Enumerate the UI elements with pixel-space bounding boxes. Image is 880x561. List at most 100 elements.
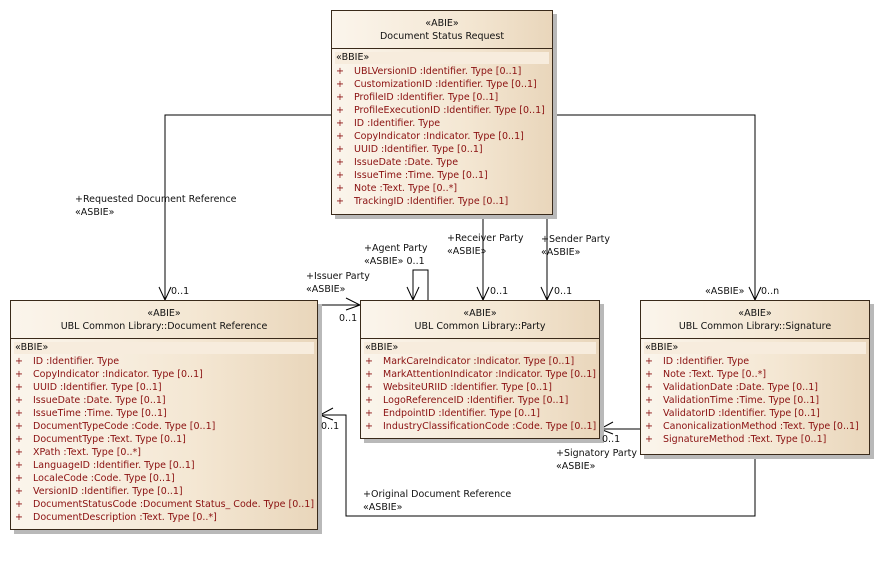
attribute-section: «BBIE» +UBLVersionID :Identifier. Type [… bbox=[332, 49, 552, 208]
section-stereotype: «BBIE» bbox=[364, 342, 596, 354]
attribute-row[interactable]: + UUID :Identifier. Type [0..1] bbox=[14, 381, 314, 394]
role-name: +Agent Party bbox=[364, 243, 428, 254]
attribute-row[interactable]: +ValidationDate :Date. Type [0..1] bbox=[644, 381, 866, 394]
attribute-row[interactable]: +Note :Text. Type [0..*] bbox=[335, 182, 549, 195]
attribute-row[interactable]: +CopyIndicator :Indicator. Type [0..1] bbox=[335, 130, 549, 143]
line-original-document-reference bbox=[320, 414, 756, 517]
attribute-text: Note :Text. Type [0..*] bbox=[354, 183, 458, 194]
arrowhead-original-document-reference bbox=[318, 407, 334, 421]
attribute-row[interactable]: +IssueTime :Time. Type [0..1] bbox=[14, 407, 314, 420]
attribute-row[interactable]: +UBLVersionID :Identifier. Type [0..1] bbox=[335, 65, 549, 78]
attribute-row[interactable]: + CustomizationID :Identifier. Type [0..1… bbox=[335, 78, 549, 91]
attribute-text: ID :Identifier. Type bbox=[663, 356, 750, 367]
public-visibility-icon: + bbox=[645, 369, 653, 380]
multiplicity-receiver-party: 0..1 bbox=[490, 286, 509, 297]
attribute-row[interactable]: + XPath :Text. Type [0..*] bbox=[14, 446, 314, 459]
role-name: +Receiver Party bbox=[447, 233, 524, 244]
attribute-row[interactable]: +ID :Identifier. Type bbox=[335, 117, 549, 130]
class-stereotype: «ABIE» bbox=[738, 308, 772, 319]
attribute-row[interactable]: +ID :Identifier. Type bbox=[14, 355, 314, 368]
attribute-row[interactable]: + Note :Text. Type [0..*] bbox=[644, 368, 866, 381]
attribute-text: ProfileID :Identifier. Type [0..1] bbox=[354, 92, 499, 103]
attribute-row[interactable]: +ValidationTime :Time. Type [0..1] bbox=[644, 394, 866, 407]
attribute-row[interactable]: +MarkAttentionIndicator :Indicator. Type… bbox=[364, 368, 596, 381]
section-stereotype: «BBIE» bbox=[335, 52, 549, 64]
attribute-text: EndpointID :Identifier. Type [0..1] bbox=[383, 408, 540, 419]
multiplicity-signatory-party: 0..1 bbox=[602, 434, 621, 445]
attribute-row[interactable]: +IssueDate :Date. Type [0..1] bbox=[14, 394, 314, 407]
role-stereotype: «ASBIE» bbox=[306, 284, 346, 295]
attribute-text: UUID :Identifier. Type [0..1] bbox=[33, 382, 162, 393]
attribute-row[interactable]: + LanguageID :Identifier. Type [0..1] bbox=[14, 459, 314, 472]
line-requested-document-reference bbox=[164, 114, 331, 300]
attribute-text: LanguageID :Identifier. Type [0..1] bbox=[33, 460, 195, 471]
attribute-text: IssueTime :Time. Type [0..1] bbox=[354, 170, 488, 181]
attribute-text: XPath :Text. Type [0..*] bbox=[33, 447, 141, 458]
class-signature[interactable]: «ABIE» UBL Common Library::Signature «BB… bbox=[640, 300, 870, 455]
public-visibility-icon: + bbox=[645, 395, 653, 406]
attribute-row[interactable]: +SignatureMethod :Text. Type [0..1] bbox=[644, 433, 866, 446]
multiplicity-original-document-reference: 0..1 bbox=[321, 421, 340, 432]
class-name: Document Status Request bbox=[379, 31, 505, 42]
role-stereotype: «ASBIE» bbox=[556, 461, 596, 472]
attribute-row[interactable]: +ProfileExecutionID :Identifier. Type [0… bbox=[335, 104, 549, 117]
attribute-row[interactable]: + IssueTime :Time. Type [0..1] bbox=[335, 169, 549, 182]
role-name: +Requested Document Reference bbox=[75, 194, 237, 205]
attribute-row[interactable]: +ProfileID :Identifier. Type [0..1] bbox=[335, 91, 549, 104]
public-visibility-icon: + bbox=[15, 382, 23, 393]
multiplicity-requested-document-reference: 0..1 bbox=[171, 286, 190, 297]
label-requested-document-reference: +Requested Document Reference «ASBIE» bbox=[75, 193, 237, 219]
attribute-row[interactable]: +CopyIndicator :Indicator. Type [0..1] bbox=[14, 368, 314, 381]
attribute-row[interactable]: +UUID :Identifier. Type [0..1] bbox=[335, 143, 549, 156]
attribute-text: TrackingID :Identifier. Type [0..1] bbox=[354, 196, 509, 207]
class-document-reference[interactable]: «ABIE» UBL Common Library::Document Refe… bbox=[10, 300, 318, 530]
attribute-row[interactable]: +DocumentStatusCode :Document Status_ Co… bbox=[14, 498, 314, 511]
class-header: «ABIE» UBL Common Library::Signature bbox=[641, 301, 869, 339]
role-stereotype: «ASBIE» bbox=[447, 246, 487, 257]
attribute-text: IssueTime :Time. Type [0..1] bbox=[33, 408, 167, 419]
public-visibility-icon: + bbox=[336, 157, 344, 168]
public-visibility-icon: + bbox=[336, 79, 344, 90]
public-visibility-icon: + bbox=[645, 434, 653, 445]
role-stereotype: «ASBIE» bbox=[364, 256, 404, 267]
attribute-row[interactable]: +VersionID :Identifier. Type [0..1] bbox=[14, 485, 314, 498]
public-visibility-icon: + bbox=[336, 170, 344, 181]
attribute-row[interactable]: + EndpointID :Identifier. Type [0..1] bbox=[364, 407, 596, 420]
attribute-row[interactable]: +MarkCareIndicator :Indicator. Type [0..… bbox=[364, 355, 596, 368]
class-stereotype: «ABIE» bbox=[425, 18, 459, 29]
class-header: «ABIE» UBL Common Library::Party bbox=[361, 301, 599, 339]
attribute-row[interactable]: + DocumentDescription :Text. Type [0..*] bbox=[14, 511, 314, 524]
attribute-row[interactable]: +ValidatorID :Identifier. Type [0..1] bbox=[644, 407, 866, 420]
attribute-row[interactable]: +WebsiteURIID :Identifier. Type [0..1] bbox=[364, 381, 596, 394]
attribute-row[interactable]: +IndustryClassificationCode :Code. Type … bbox=[364, 420, 596, 433]
role-name: +Sender Party bbox=[541, 234, 611, 245]
attribute-row[interactable]: + CanonicalizationMethod :Text. Type [0..… bbox=[644, 420, 866, 433]
public-visibility-icon: + bbox=[15, 460, 23, 471]
class-stereotype: «ABIE» bbox=[463, 308, 497, 319]
attribute-row[interactable]: +LocaleCode :Code. Type [0..1] bbox=[14, 472, 314, 485]
attribute-row[interactable]: +LogoReferenceID :Identifier. Type [0..1… bbox=[364, 394, 596, 407]
class-party[interactable]: «ABIE» UBL Common Library::Party «BBIE» … bbox=[360, 300, 600, 439]
attribute-section: «BBIE» +MarkCareIndicator :Indicator. Ty… bbox=[361, 339, 599, 433]
attribute-text: DocumentDescription :Text. Type [0..*] bbox=[33, 512, 217, 523]
public-visibility-icon: + bbox=[15, 447, 23, 458]
attribute-row[interactable]: +IssueDate :Date. Type bbox=[335, 156, 549, 169]
public-visibility-icon: + bbox=[336, 105, 344, 116]
public-visibility-icon: + bbox=[365, 408, 373, 419]
attribute-text: CanonicalizationMethod :Text. Type [0..1… bbox=[663, 421, 859, 432]
public-visibility-icon: + bbox=[336, 66, 344, 77]
attribute-text: CustomizationID :Identifier. Type [0..1] bbox=[354, 79, 537, 90]
public-visibility-icon: + bbox=[336, 196, 344, 207]
class-stereotype: «ABIE» bbox=[147, 308, 181, 319]
public-visibility-icon: + bbox=[15, 486, 23, 497]
attribute-row[interactable]: +DocumentType :Text. Type [0..1] bbox=[14, 433, 314, 446]
public-visibility-icon: + bbox=[15, 395, 23, 406]
attribute-row[interactable]: +ID :Identifier. Type bbox=[644, 355, 866, 368]
attribute-text: Note :Text. Type [0..*] bbox=[663, 369, 767, 380]
public-visibility-icon: + bbox=[15, 512, 23, 523]
attribute-row[interactable]: +DocumentTypeCode :Code. Type [0..1] bbox=[14, 420, 314, 433]
class-document-status-request[interactable]: «ABIE» Document Status Request «BBIE» +U… bbox=[331, 10, 553, 215]
attribute-text: ID :Identifier. Type bbox=[354, 118, 441, 129]
attribute-row[interactable]: + TrackingID :Identifier. Type [0..1] bbox=[335, 195, 549, 208]
public-visibility-icon: + bbox=[645, 421, 653, 432]
